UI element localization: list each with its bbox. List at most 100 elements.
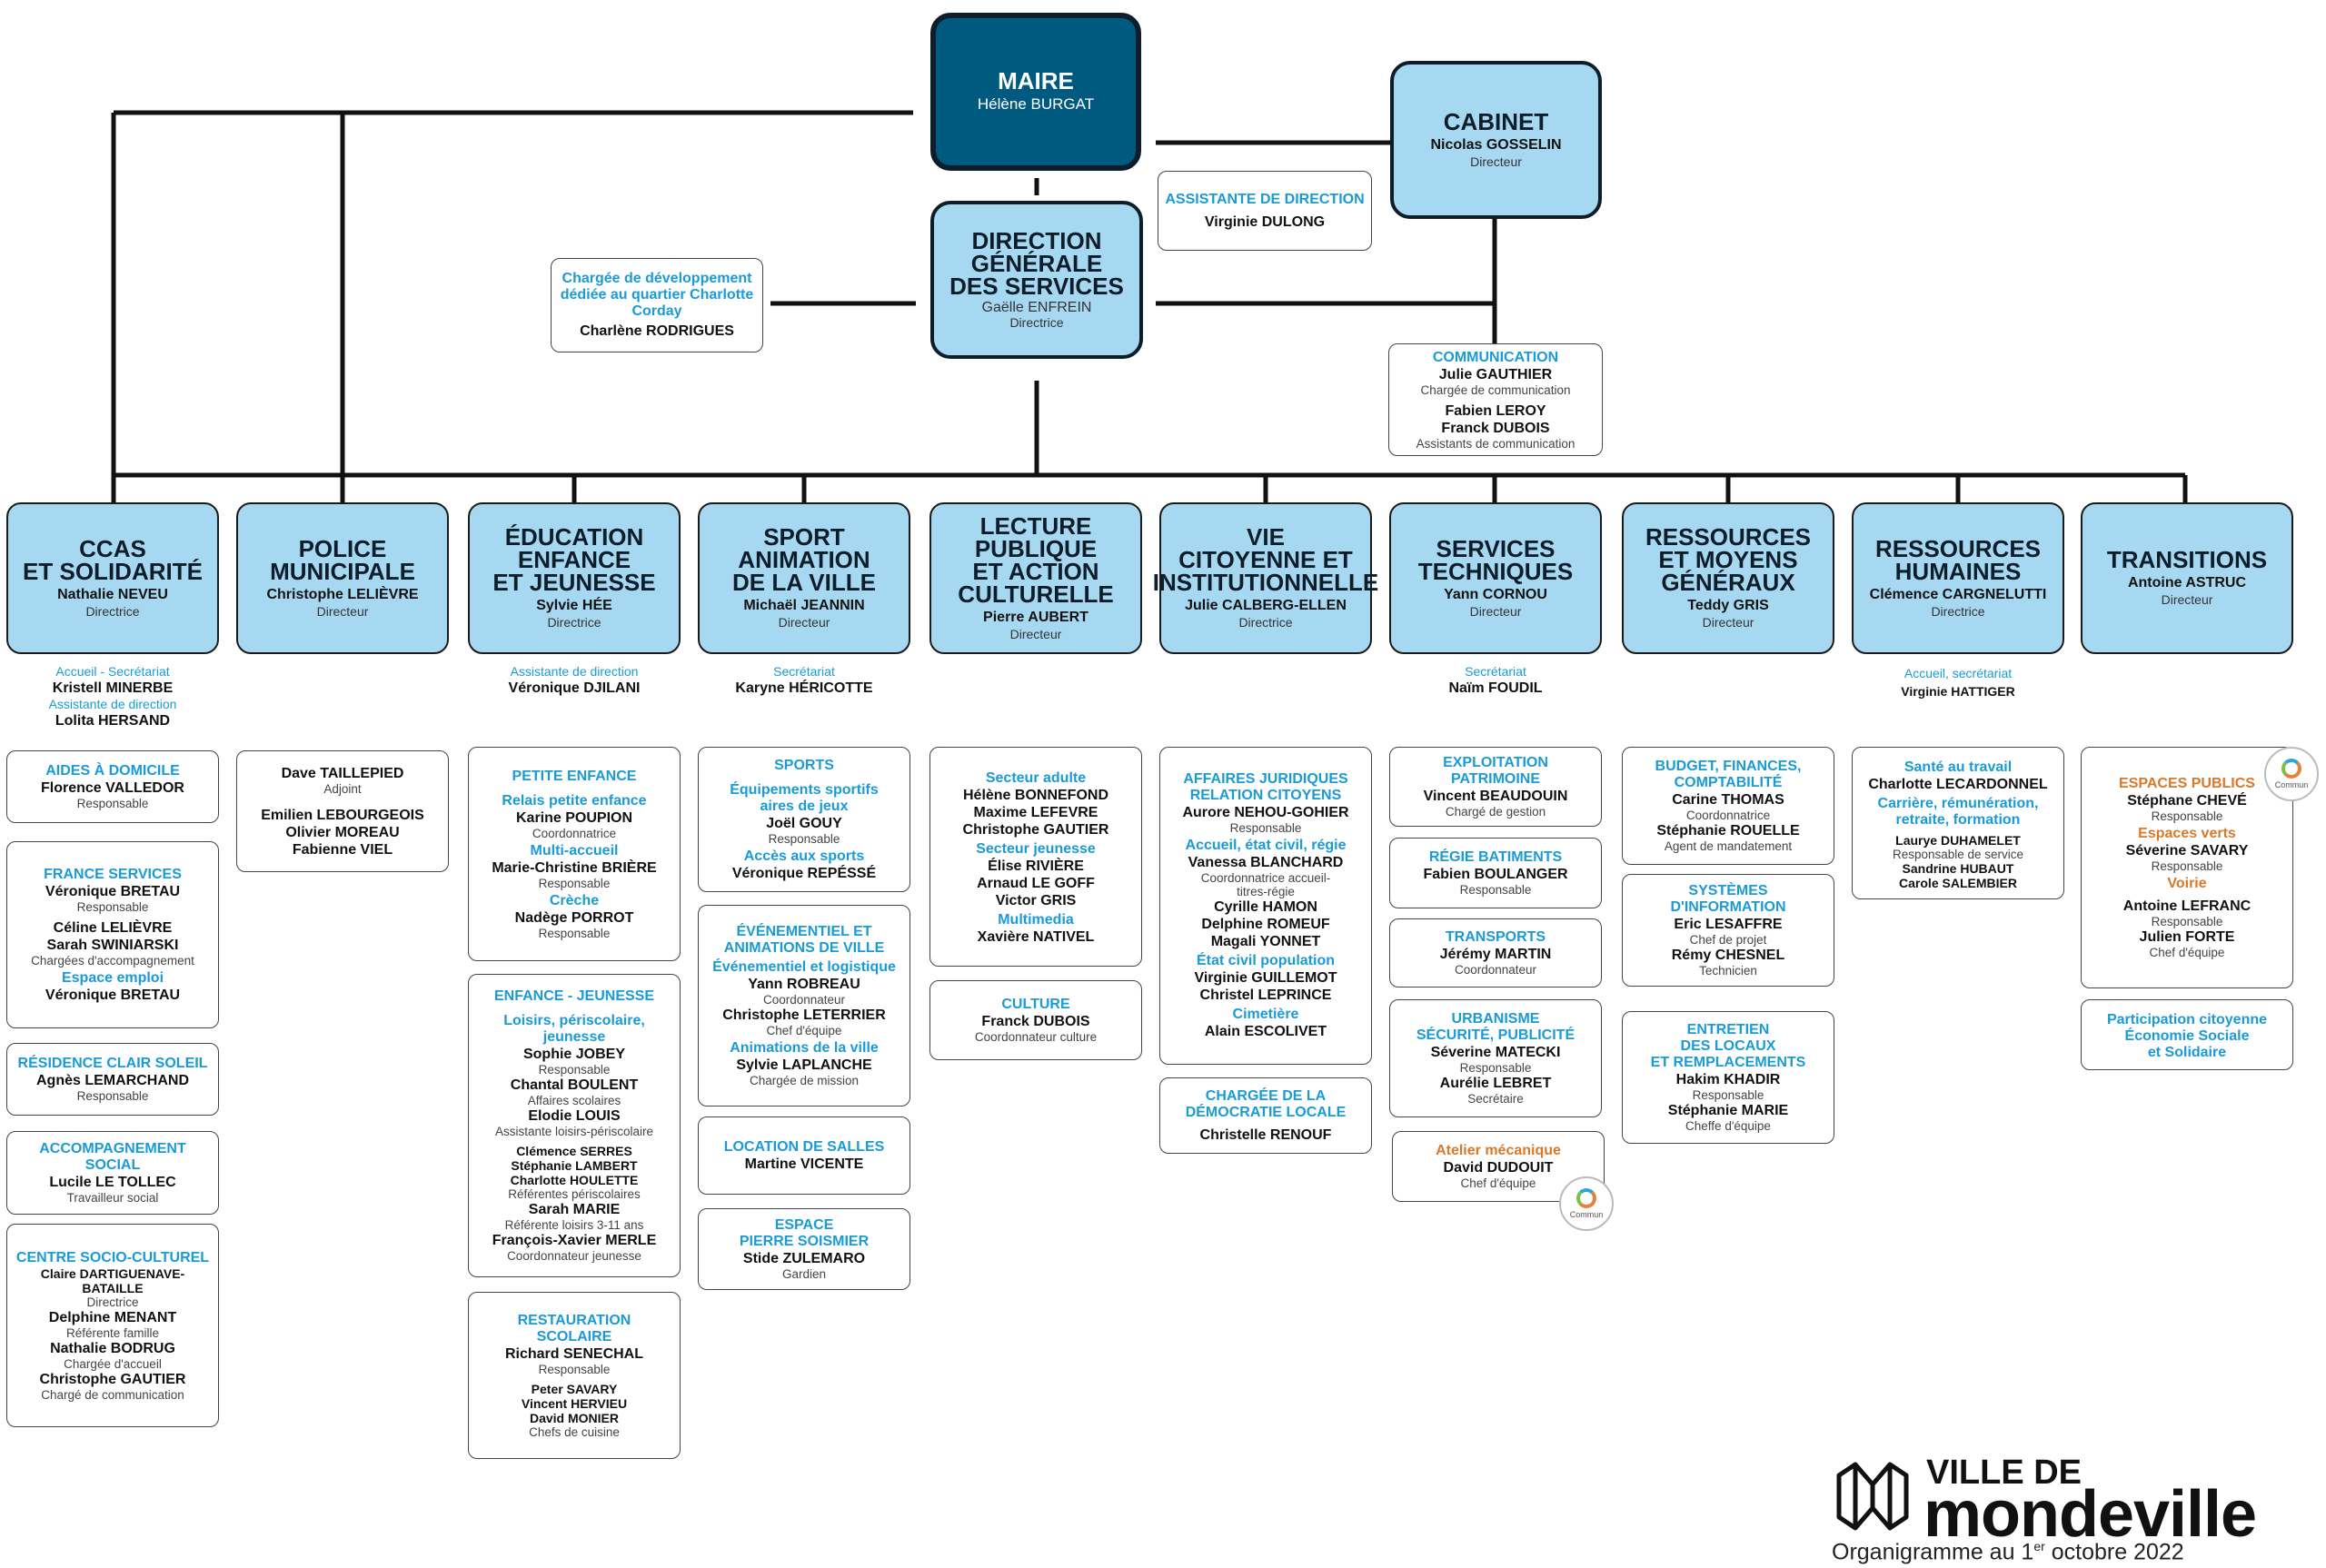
aides-role-1: Responsable [76,797,149,810]
accomp-person-1: Lucile LE TOLLEC [49,1175,176,1190]
enfance-person-4: Clémence SERRES [516,1144,632,1158]
entretien-role-1: Responsable [1692,1088,1764,1102]
logo-mondeville: mondeville [1923,1478,2257,1551]
centre-person-2: Delphine MENANT [48,1309,177,1325]
petite-role-3: Responsable [538,926,611,940]
france-person-3: Sarah SWINIARSKI [46,937,179,953]
dgs-title-1: DIRECTION [971,226,1102,254]
edu-staff-1: Véronique DJILANI [508,680,641,696]
petite-person-2: Marie-Christine BRIÈRE [492,859,657,876]
communication-box: COMMUNICATION Julie GAUTHIER Chargée de … [1388,343,1603,456]
affaires-person-3: Cyrille HAMON [1214,899,1317,915]
dept-sport-name: Michaël JEANNIN [743,598,865,613]
rh-sub-1: Santé au travail [1904,759,2013,775]
dept-rmg-title-2: ET MOYENS [1658,546,1798,573]
aides-person-1: Florence VALLEDOR [41,780,184,796]
france-person-1: Véronique BRETAU [45,883,181,899]
entretien-title-3: ET REMPLACEMENTS [1650,1055,1806,1070]
urban-person-1: Séverine MATECKI [1430,1045,1561,1060]
espace-title-2: PIERRE SOISMIER [739,1234,870,1249]
budget-title-1: BUDGET, FINANCES, [1655,759,1802,774]
event-person-2: Christophe LETERRIER [722,1007,886,1023]
charge-dev-name: Charlène RODRIGUES [580,323,734,339]
restauration-box: RESTAURATION SCOLAIRE Richard SENECHAL R… [468,1292,681,1459]
culture-person-1: Franck DUBOIS [981,1014,1090,1029]
centre-socio-box: CENTRE SOCIO-CULTUREL Claire DARTIGUENAV… [6,1224,219,1427]
exploitation-box: EXPLOITATION PATRIMOINE Vincent BEAUDOUI… [1389,747,1602,827]
rh-person-3: Sandrine HUBAUT [1902,860,2014,876]
dept-lecture: LECTURE PUBLIQUE ET ACTION CULTURELLE Pi… [929,502,1142,654]
ccas-staff-text: Accueil - Secrétariat Kristell MINERBE A… [6,664,219,729]
date-pre: Organigramme au 1 [1832,1539,2034,1565]
dept-transitions-name: Antoine ASTRUC [2127,575,2247,590]
affaires-person-5: Magali YONNET [1210,934,1321,949]
democratie-title-2: DÉMOCRATIE LOCALE [1185,1104,1347,1120]
petite-role-2: Responsable [538,876,611,890]
enfance-title: ENFANCE - JEUNESSE [493,988,655,1004]
police-person-2: Emilien LEBOURGEOIS [261,807,424,823]
urban-role-2: Secrétaire [1467,1092,1524,1106]
dept-education-title-1: ÉDUCATION [504,523,644,551]
sport-label-1: Secrétariat [773,664,835,679]
budget-person-2: Stéphanie ROUELLE [1656,823,1800,839]
police-person-3: Olivier MOREAU [285,824,400,840]
secteur-sub-3: Multimedia [998,912,1074,928]
atelier-title: Atelier mécanique [1436,1143,1561,1158]
democratie-person-1: Christelle RENOUF [1199,1126,1332,1143]
petite-sub-2: Multi-accueil [530,842,619,858]
resto-role-2: Chefs de cuisine [529,1424,620,1439]
affaires-role-1: Responsable [1229,821,1302,835]
sports-sub-1: Équipements sportifs [730,781,879,798]
dept-ressources-humaines: RESSOURCES HUMAINES Clémence CARGNELUTTI… [1852,502,2064,654]
centre-role-3: Chargée d'accueil [64,1356,162,1371]
dept-tech-title-1: SERVICES [1436,534,1556,562]
dept-lecture-role: Directeur [1009,626,1062,641]
budget-box: BUDGET, FINANCES, COMPTABILITÉ Carine TH… [1622,747,1834,865]
police-staff-box: Dave TAILLEPIED Adjoint Emilien LEBOURGE… [236,750,449,872]
systemes-info-box: SYSTÈMES D'INFORMATION Eric LESAFFRE Che… [1622,874,1834,987]
dept-police-title-1: POLICE [298,534,387,562]
cabinet-role: Directeur [1470,154,1522,169]
affaires-role-2b: titres-régie [1237,885,1295,898]
dept-lecture-title-2: PUBLIQUE [974,534,1098,562]
participation-box: Participation citoyenne Économie Sociale… [2081,999,2293,1070]
communication-name-3: Franck DUBOIS [1441,420,1550,436]
assistante-title: ASSISTANTE DE DIRECTION [1165,191,1365,207]
espaces-person-3: Antoine LEFRANC [2122,898,2251,914]
affaires-person-1: Aurore NEHOU-GOHIER [1182,805,1349,820]
charge-dev-title-2: dédiée au quartier Charlotte [560,287,754,303]
commun-badge-label: Commun [1569,1210,1604,1219]
dept-rmg-title-3: GÉNÉRAUX [1661,569,1795,596]
resto-title-2: SCOLAIRE [536,1328,612,1345]
affaires-sub-1: Accueil, état civil, régie [1185,838,1347,853]
centre-person-1b: BATAILLE [82,1280,144,1295]
event-title-1: ÉVÉNEMENTIEL ET [736,924,872,939]
particip-line-2: Économie Sociale [2124,1027,2250,1044]
communication-name-2: Fabien LEROY [1445,402,1546,419]
particip-line-1: Participation citoyenne [2106,1011,2268,1027]
dept-police: POLICE MUNICIPALE Christophe LELIÈVRE Di… [236,502,449,654]
dept-vie-citoyenne: VIE CITOYENNE ET INSTITUTIONNELLE Julie … [1153,502,1378,654]
affaires-sub-3: Cimetière [1232,1007,1299,1022]
communication-role-1: Chargée de communication [1420,382,1571,397]
dgs-name: Gaëlle ENFREIN [981,299,1092,315]
petite-role-1: Coordonnatrice [532,826,617,840]
charge-dev-title-3: Corday [631,303,682,319]
commun-badge-label-2: Commun [2274,780,2309,789]
systemes-title-2: D'INFORMATION [1670,899,1786,915]
exploit-person-1: Vincent BEAUDOUIN [1423,789,1568,804]
petite-person-3: Nadège PORROT [514,909,634,926]
rh-staff-text: Accueil, secrétariat Virginie HATTIGER [1852,666,2064,699]
event-person-3: Sylvie LAPLANCHE [736,1057,872,1073]
regie-batiments-box: RÉGIE BATIMENTS Fabien BOULANGER Respons… [1389,838,1602,908]
sport-staff-1: Karyne HÉRICOTTE [735,680,873,696]
dept-vie-title-2: CITOYENNE ET [1178,546,1353,573]
secteur-person-5: Arnaud LE GOFF [977,876,1095,891]
dept-lecture-title-1: LECTURE [979,511,1092,540]
espaces-person-1: Stéphane CHEVÉ [2127,793,2247,809]
espaces-person-2: Séverine SAVARY [2125,843,2249,858]
france-person-2: Céline LELIÈVRE [53,919,173,936]
dept-police-title-2: MUNICIPALE [270,557,415,585]
affaires-person-4: Delphine ROMEUF [1201,917,1330,932]
france-role-1: Responsable [76,899,149,914]
